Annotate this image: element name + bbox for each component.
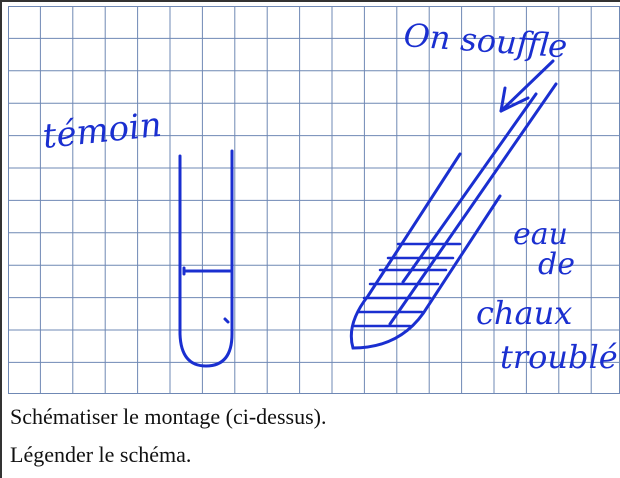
frame-top-border xyxy=(0,0,620,2)
label-on-souffle: On souffle xyxy=(402,16,568,65)
grid-lines xyxy=(8,6,620,394)
label-troublee: troublé xyxy=(500,338,618,376)
label-eau: eau xyxy=(513,217,568,252)
arrow-icon xyxy=(499,59,555,113)
frame-left-border xyxy=(0,0,2,478)
label-de: de xyxy=(538,247,575,282)
instruction-line-2: Légender le schéma. xyxy=(10,442,192,467)
limewater-hatching xyxy=(352,242,462,328)
graph-paper-area: témoin On souffle eau de chaux troublé xyxy=(8,6,620,394)
label-temoin: témoin xyxy=(41,105,164,157)
drawing-canvas: témoin On souffle eau de chaux troublé xyxy=(8,6,620,394)
label-chaux: chaux xyxy=(476,294,572,332)
instruction-line-1: Schématiser le montage (ci-dessus). xyxy=(10,404,327,429)
instructions-block: Schématiser le montage (ci-dessus). Lége… xyxy=(10,398,610,474)
control-test-tube xyxy=(178,149,234,368)
